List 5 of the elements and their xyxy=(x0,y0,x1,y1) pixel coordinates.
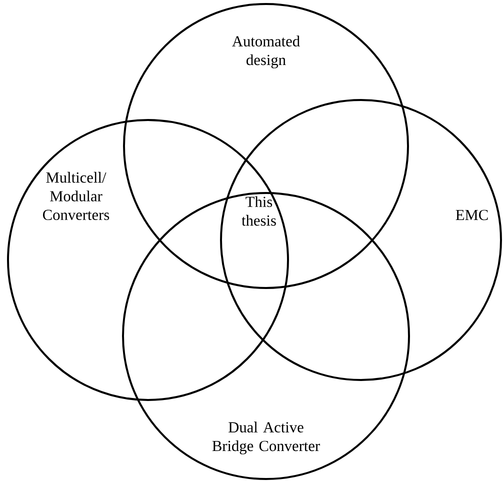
circle-label: EMC xyxy=(456,210,488,220)
center-label: This thesis xyxy=(242,196,276,226)
circle-label: Multicell/ Modular Converters xyxy=(43,172,110,220)
circle-label: Dual Active Bridge Converter xyxy=(212,422,320,454)
circle-label: Automated design xyxy=(232,36,300,68)
